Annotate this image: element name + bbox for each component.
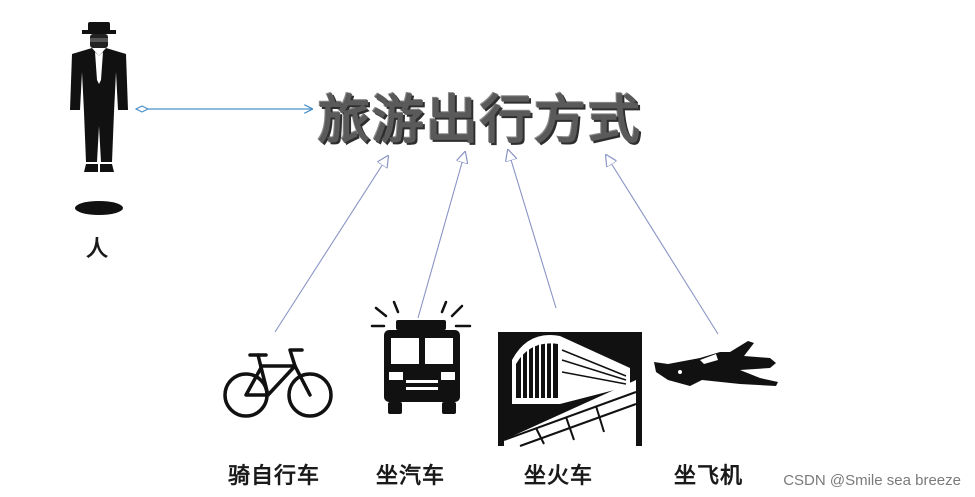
arrow-bicycle	[275, 156, 388, 332]
bus-icon	[372, 302, 470, 414]
train-icon	[498, 332, 642, 446]
person-label: 人	[86, 231, 109, 263]
arrow-bus	[418, 152, 465, 318]
diagram-title: 旅游出行方式	[318, 78, 642, 153]
vehicle-label-bicycle: 骑自行车	[228, 458, 320, 490]
arrow-train	[508, 150, 556, 308]
vehicle-label-bus: 坐汽车	[376, 458, 445, 490]
person-icon	[70, 22, 128, 215]
arrow-plane	[606, 155, 718, 334]
plane-icon	[654, 341, 778, 386]
watermark: CSDN @Smile sea breeze	[783, 472, 961, 489]
vehicle-label-plane: 坐飞机	[674, 458, 743, 490]
vehicle-label-train: 坐火车	[524, 458, 593, 490]
bicycle-icon	[225, 350, 331, 416]
